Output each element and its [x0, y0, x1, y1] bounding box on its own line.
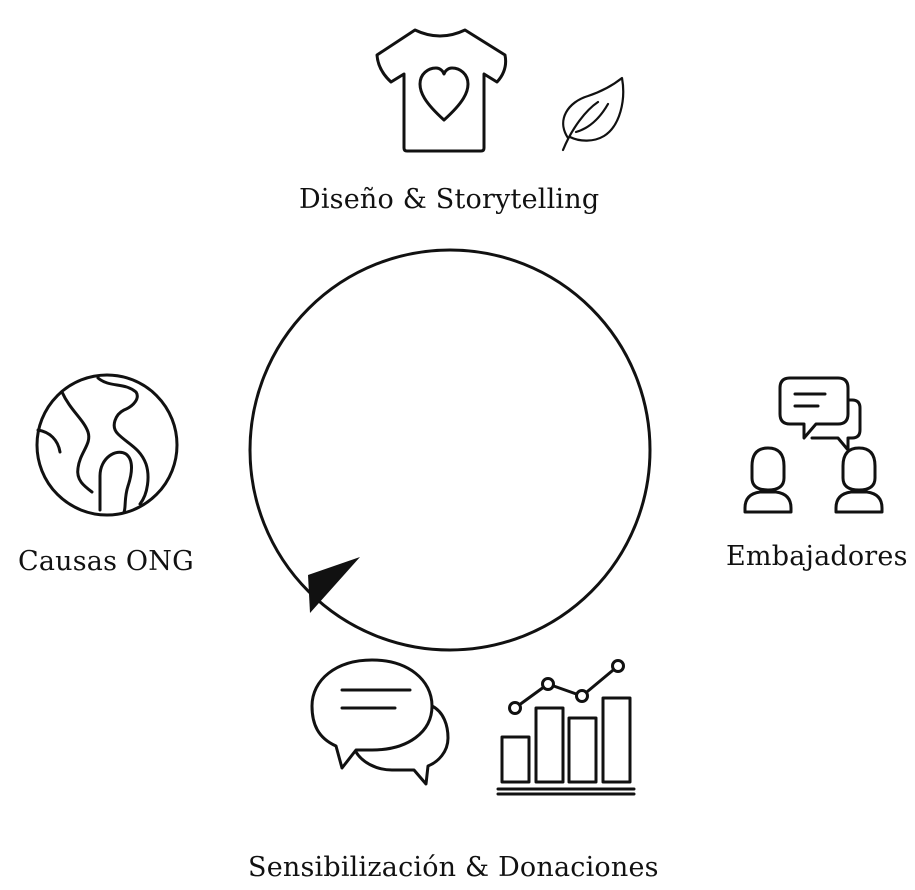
label-embajadores: Embajadores — [726, 541, 908, 572]
globe-icon — [35, 373, 179, 517]
label-causas-ong: Causas ONG — [18, 546, 194, 577]
chat-bubbles-icon — [310, 658, 450, 786]
label-sensibilizacion-donaciones: Sensibilización & Donaciones — [248, 852, 659, 883]
cycle-arrowhead — [308, 557, 360, 613]
cycle-circle — [248, 248, 652, 652]
people-chat-icon — [743, 376, 884, 514]
tshirt-heart-icon — [375, 28, 508, 153]
label-diseno-storytelling: Diseño & Storytelling — [299, 184, 600, 215]
bar-chart-icon — [496, 659, 636, 796]
leaf-icon — [561, 76, 625, 152]
